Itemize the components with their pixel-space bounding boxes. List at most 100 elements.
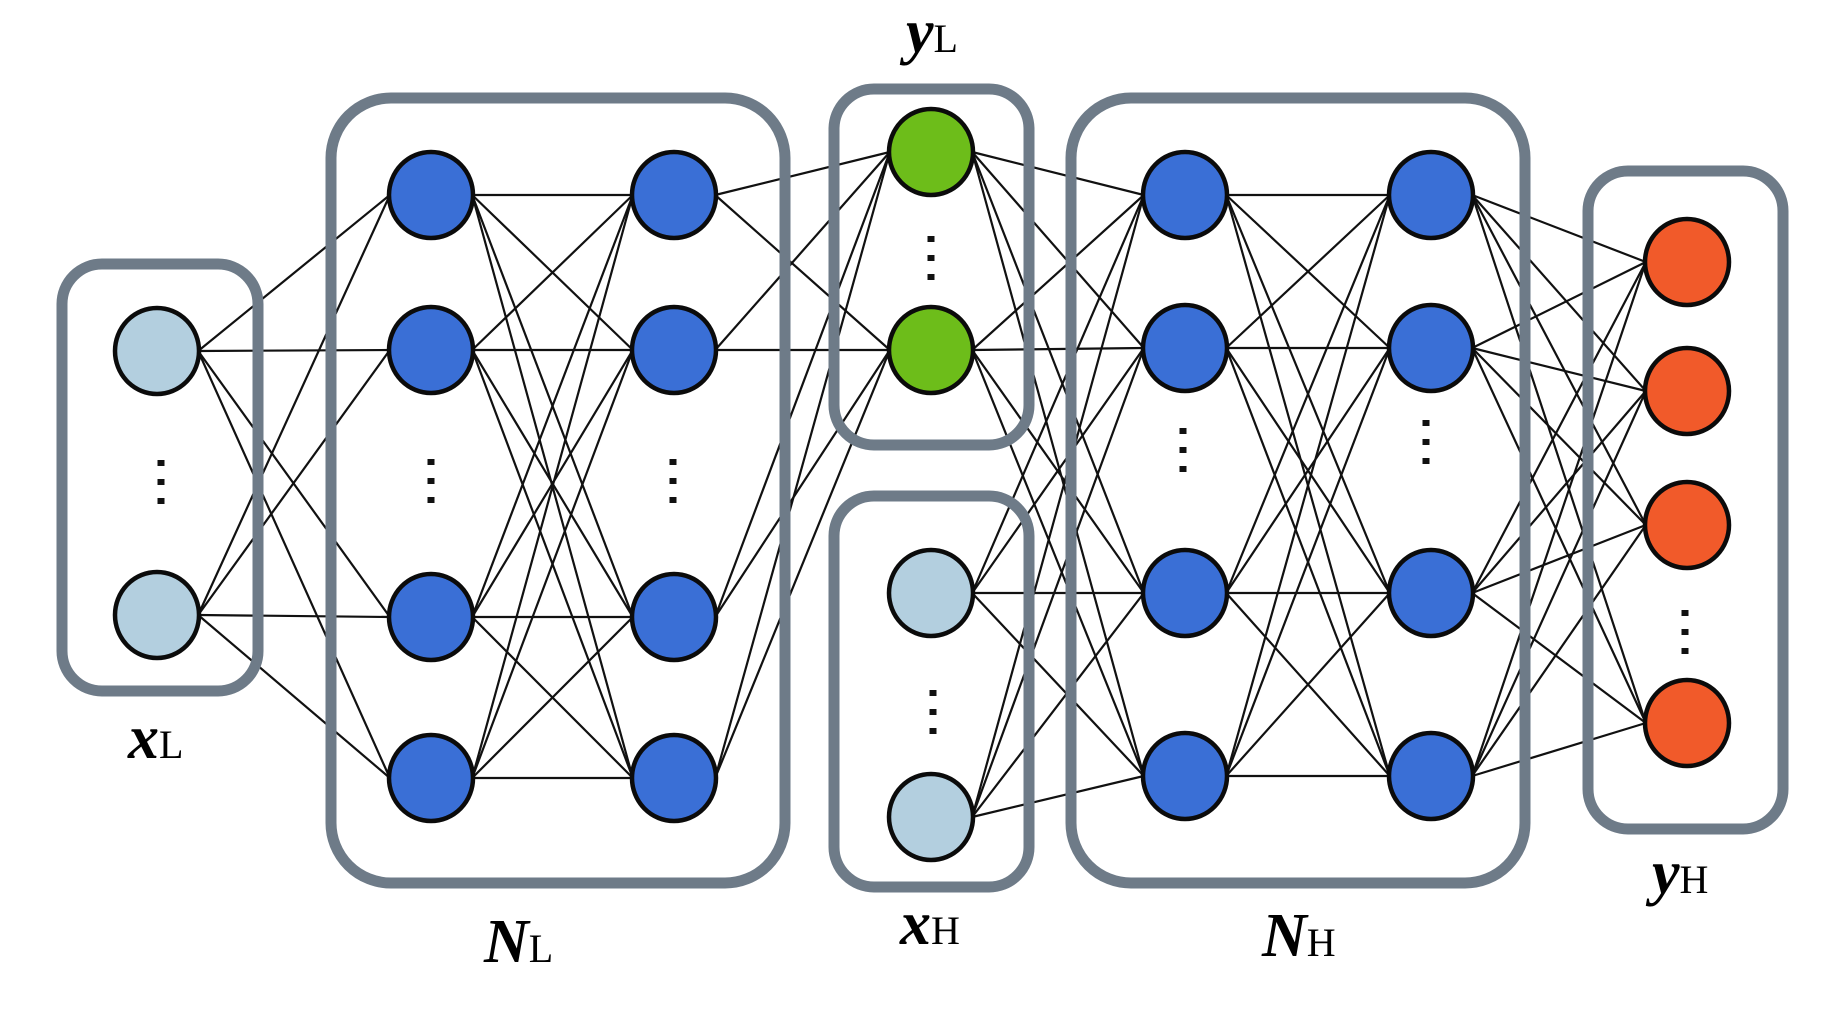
edge-NH-col1-4-to-NH-col2-1 — [1225, 194, 1391, 777]
node-NH-col1-1 — [1140, 149, 1230, 241]
ellipsis-dot — [927, 274, 935, 280]
edge-xL-2-to-NL-col1-1 — [197, 194, 391, 616]
node-NL-col1-2 — [386, 304, 476, 396]
node-NL-col2-2 — [629, 304, 719, 396]
edge-yL-2-to-NH-col1-1 — [971, 194, 1145, 351]
edge-xL-2-to-NL-col1-3 — [198, 613, 390, 619]
node-NH-col1-2 — [1140, 302, 1230, 394]
node-NH-col2-3 — [1386, 547, 1476, 639]
edge-xL-2-to-NL-col1-2 — [197, 349, 391, 616]
edge-NL-col1-2-to-NL-col2-1 — [471, 194, 634, 351]
group-box-yL — [828, 83, 1035, 451]
ellipsis-icon-NL-col1 — [427, 459, 435, 503]
edge-NH-col2-1-to-yH-1 — [1471, 193, 1647, 264]
edge-NH-col2-4-to-yH-2 — [1471, 390, 1647, 777]
group-boxes-layer — [56, 83, 1789, 893]
node-NL-col1-1 — [386, 149, 476, 241]
group-box-yH — [1582, 165, 1789, 835]
edge-yL-2-to-NH-col1-2 — [972, 346, 1144, 352]
edge-NH-col2-2-to-yH-1 — [1471, 261, 1647, 349]
ellipsis-dot — [1422, 439, 1430, 445]
ellipsis-dot — [929, 709, 937, 715]
label-yH: yH — [1645, 839, 1708, 907]
node-NL-col2-1 — [629, 149, 719, 241]
label-xH: xH — [899, 890, 960, 958]
ellipsis-dot — [1179, 447, 1187, 453]
edge-NL-col2-3-to-yL-2 — [714, 349, 891, 618]
ellipsis-layer — [157, 236, 1689, 734]
edge-NH-col2-3-to-yH-1 — [1471, 261, 1647, 594]
node-NL-col1-4 — [386, 732, 476, 824]
ellipsis-dot — [1681, 610, 1689, 616]
edge-NL-col1-3-to-NL-col2-1 — [471, 194, 634, 618]
node-yH-4 — [1642, 677, 1732, 769]
edge-yL-2-to-NH-col1-4 — [971, 349, 1145, 777]
edge-NH-col2-1-to-yH-3 — [1471, 194, 1647, 526]
edge-NH-col2-4-to-yH-4 — [1471, 721, 1647, 778]
node-yL-1 — [886, 106, 976, 198]
edge-NH-col2-2-to-yH-3 — [1471, 347, 1647, 526]
edge-NL-col2-3-to-yL-1 — [714, 151, 891, 618]
ellipsis-dot — [669, 459, 677, 465]
label-xL: xL — [127, 704, 183, 772]
edge-NH-col2-3-to-yH-4 — [1471, 592, 1647, 724]
ellipsis-dot — [929, 728, 937, 734]
edge-xH-2-to-NH-col1-3 — [971, 592, 1145, 818]
node-yH-1 — [1642, 216, 1732, 308]
ellipsis-dot — [427, 478, 435, 484]
node-NH-col2-1 — [1386, 149, 1476, 241]
label-xH-sub: H — [931, 908, 960, 953]
node-NH-col2-2 — [1386, 302, 1476, 394]
label-NL-main: N — [483, 908, 531, 976]
edge-xH-1-to-NH-col1-2 — [971, 347, 1145, 594]
label-yL-main: y — [899, 0, 934, 66]
ellipsis-dot — [1681, 648, 1689, 654]
label-NH: NH — [1261, 902, 1336, 970]
ellipsis-dot — [157, 460, 165, 466]
group-box-xL — [56, 258, 264, 697]
ellipsis-dot — [157, 479, 165, 485]
label-yH-sub: H — [1680, 857, 1709, 902]
label-yL: yL — [899, 0, 958, 66]
edge-xH-2-to-NH-col1-2 — [971, 347, 1145, 818]
label-xL-sub: L — [159, 722, 183, 767]
nodes-layer — [112, 106, 1732, 863]
edge-NH-col1-4-to-NH-col2-2 — [1225, 347, 1391, 777]
ellipsis-dot — [1422, 458, 1430, 464]
edge-NH-col1-2-to-NH-col2-1 — [1225, 194, 1391, 349]
node-xH-1 — [886, 547, 976, 639]
edge-NH-col2-2-to-yH-4 — [1471, 347, 1647, 724]
label-yL-sub: L — [934, 16, 958, 61]
ellipsis-dot — [157, 498, 165, 504]
node-yL-2 — [886, 304, 976, 396]
edge-NL-col2-2-to-yL-1 — [714, 151, 891, 351]
ellipsis-dot — [669, 478, 677, 484]
group-box-NH — [1065, 92, 1531, 889]
ellipsis-dot — [1179, 428, 1187, 434]
ellipsis-icon-NH-col2 — [1422, 420, 1430, 464]
edge-xH-1-to-NH-col1-1 — [971, 194, 1145, 594]
edge-xL-1-to-NL-col1-1 — [197, 194, 391, 352]
label-xH-main: x — [899, 890, 931, 958]
edge-NH-col2-2-to-yH-2 — [1471, 346, 1647, 393]
edge-NL-col1-4-to-NL-col2-3 — [471, 616, 634, 779]
ellipsis-dot — [1422, 420, 1430, 426]
ellipsis-dot — [427, 497, 435, 503]
label-NL-sub: L — [529, 926, 553, 971]
label-xL-main: x — [127, 704, 159, 772]
edge-xL-1-to-NL-col1-2 — [198, 348, 390, 353]
ellipsis-dot — [427, 459, 435, 465]
label-NL: NL — [483, 908, 553, 976]
node-NH-col2-4 — [1386, 730, 1476, 822]
edge-NH-col2-1-to-yH-4 — [1471, 194, 1647, 724]
node-yH-2 — [1642, 345, 1732, 437]
ellipsis-dot — [929, 690, 937, 696]
edge-NH-col2-4-to-yH-3 — [1471, 524, 1647, 777]
edge-xL-1-to-NL-col1-4 — [197, 350, 391, 779]
label-yH-main: y — [1645, 839, 1680, 907]
edge-xL-2-to-NL-col1-4 — [197, 614, 391, 779]
node-NL-col2-3 — [629, 571, 719, 663]
ellipsis-dot — [669, 497, 677, 503]
label-NH-main: N — [1261, 902, 1309, 970]
